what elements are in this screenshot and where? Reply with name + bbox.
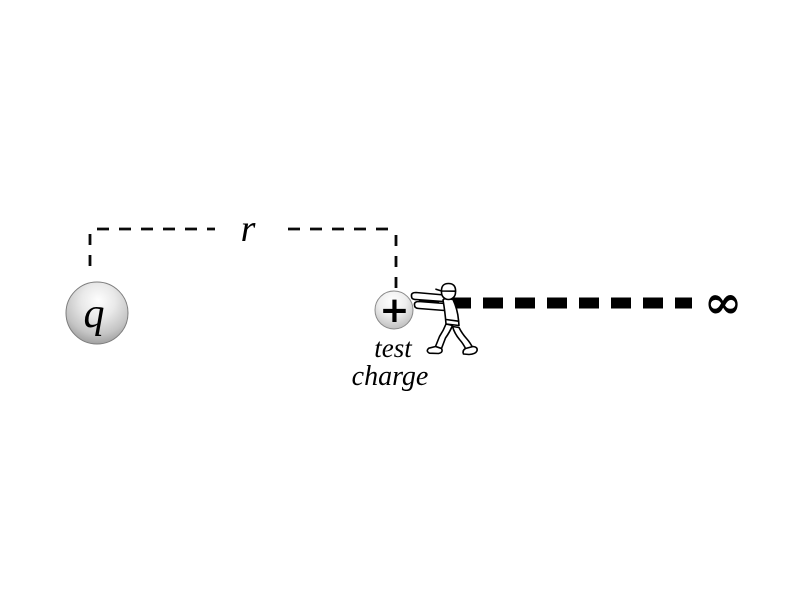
distance-bracket <box>88 227 398 289</box>
figure-belt <box>445 318 460 322</box>
figure-lower-arm <box>413 300 452 312</box>
source-charge-label: q <box>84 291 105 337</box>
infinity-symbol: ∞ <box>704 275 742 329</box>
distance-label: r <box>241 208 256 250</box>
plus-icon: + <box>379 290 409 331</box>
pushing-person-figure <box>410 282 478 356</box>
figure-back-shoe <box>462 345 478 356</box>
figure-cap-brim <box>435 288 443 292</box>
test-charge-caption-line2: charge <box>352 361 429 392</box>
test-charge: + <box>374 290 414 331</box>
figure-upper-arm <box>410 291 451 303</box>
figure-back-leg <box>451 325 474 351</box>
test-charge-caption-line1: test <box>374 333 413 363</box>
figure-torso <box>442 297 460 327</box>
test-charge-sphere <box>374 290 414 330</box>
source-charge-sphere <box>65 281 129 345</box>
figure-front-leg <box>434 323 454 350</box>
figure-front-shoe <box>426 345 443 355</box>
figure-cap <box>440 282 457 292</box>
source-charge: q <box>65 281 129 345</box>
